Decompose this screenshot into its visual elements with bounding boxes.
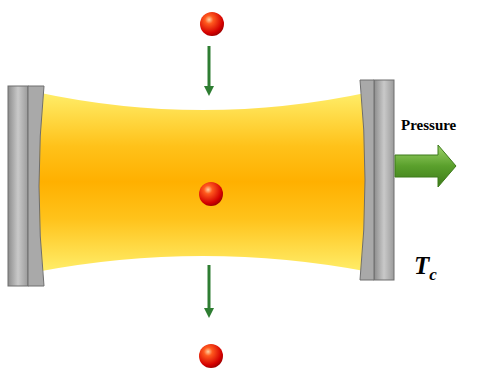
temperature-symbol: T <box>414 252 429 279</box>
pressure-label: Pressure <box>401 117 456 133</box>
atom <box>200 12 224 36</box>
left-mirror <box>8 86 44 286</box>
temperature-subscript: c <box>429 265 437 284</box>
light-field <box>36 92 370 272</box>
atom <box>199 182 223 206</box>
fall-arrow <box>204 46 214 318</box>
atom <box>199 344 223 368</box>
pressure-arrow <box>395 145 456 187</box>
pressure-label-box: Pressure <box>401 117 456 134</box>
temperature-symbol-box: Tc <box>414 252 437 280</box>
right-mirror <box>360 80 394 280</box>
